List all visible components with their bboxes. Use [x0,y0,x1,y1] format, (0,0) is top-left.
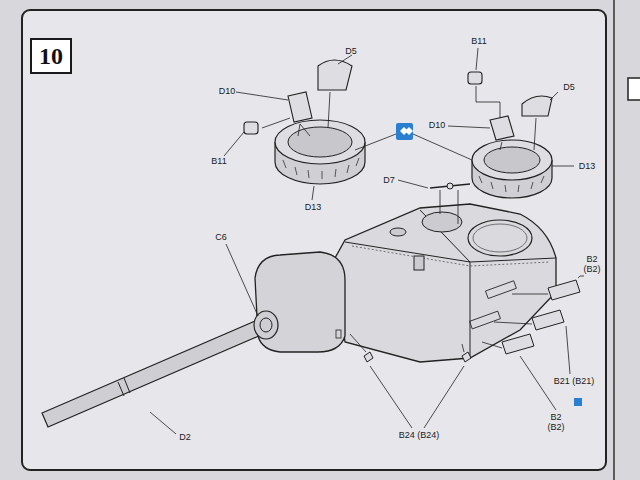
part-rod [430,184,470,188]
leader-line [482,294,548,348]
part-number: D7 [380,175,398,185]
armor-plate [532,310,564,330]
weld-seam [352,246,550,266]
cupola [275,120,365,164]
part-number: D5 [558,82,580,92]
hatch-part [288,92,312,122]
periscope [414,256,424,270]
leader-line [150,48,574,434]
hatch-opening [473,224,527,252]
cupola [472,140,552,180]
barrel-ring [118,382,124,396]
mount-hole [336,330,341,338]
part-number: D13 [302,202,324,212]
periscope [390,228,406,236]
small-part [462,352,471,362]
leader-line [520,276,584,410]
next-panel-edge [613,0,615,480]
part-number: C6 [212,232,230,242]
option-icon [574,398,582,406]
part-number: B2 (B2) [582,254,602,275]
part-number: D2 [176,432,194,442]
hatch-part [318,60,352,90]
cupola-ring [484,147,540,173]
hatch-opening [422,212,462,232]
part-number: D5 [340,46,362,56]
part-number: D10 [216,86,238,96]
armor-plate [502,334,534,354]
turret-body [335,204,556,362]
step-panel [22,10,606,470]
part-number: B24 (B24) [396,430,442,440]
leader-line [440,190,458,224]
hatch-part [490,116,514,140]
gun-barrel [42,318,268,427]
part-number: B2 (B2) [546,412,566,433]
small-part [364,352,373,362]
hatch-part [522,96,552,116]
plate-recess [470,311,501,329]
part-number: B11 [468,36,490,46]
leader-line [476,86,536,150]
barrel-ring [124,378,130,393]
vision-blocks [479,176,544,192]
part-number: B11 [208,156,230,166]
turret-seam [420,210,470,262]
part-number: D10 [426,120,448,130]
leader-line [350,334,464,352]
hatch-handle [244,122,258,134]
leader-line [262,92,330,136]
step-number: 10 [39,44,63,68]
gun-mantlet [255,252,345,352]
turret-edge [470,262,471,358]
turret-edge [345,242,556,262]
part-rod [447,183,453,189]
part-number: D13 [576,161,598,171]
leader-line [355,134,472,160]
step-number-box: 10 [30,38,72,74]
option-icon [396,123,413,140]
hatch-handle [468,72,482,84]
armor-plate [548,280,580,300]
hatch-opening [468,220,532,256]
gun-sleeve [260,318,272,332]
plate-recess [485,281,516,299]
next-step-box [628,78,640,100]
vision-blocks [283,158,359,179]
option-icon [400,127,413,135]
part-number: B21 (B21) [552,376,596,386]
leader-line [370,366,464,428]
cupola-ring [288,127,352,157]
